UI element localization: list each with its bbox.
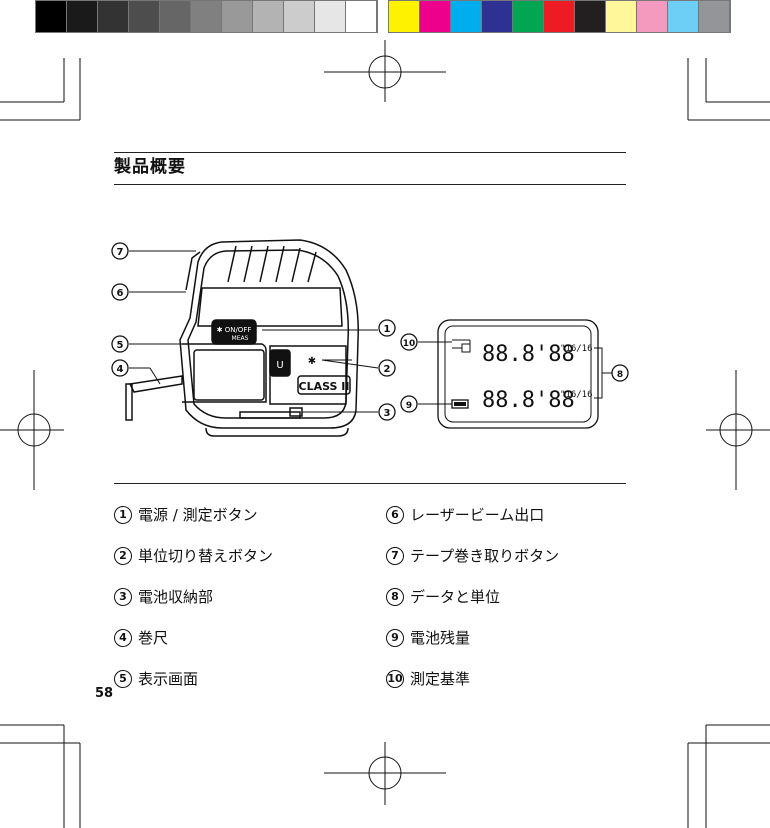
legend-number: 3 bbox=[114, 588, 132, 606]
legend-number: 4 bbox=[114, 629, 132, 647]
legend-item: 8 データと単位 bbox=[386, 586, 500, 607]
legend-item: 3 電池収納部 bbox=[114, 586, 213, 607]
legend-label: 電源 / 測定ボタン bbox=[138, 504, 258, 525]
legend-rule bbox=[114, 483, 626, 484]
lcd-fraction-bottom: "16/16 bbox=[560, 390, 593, 400]
legend-label: 測定基準 bbox=[410, 668, 470, 689]
legend-label: テープ巻き取りボタン bbox=[410, 545, 559, 566]
svg-text:8: 8 bbox=[617, 370, 623, 380]
legend-label: 電池残量 bbox=[410, 627, 470, 648]
lcd-illustration: 88.8'88 "16/16 88.8'88 "16/16 10 9 8 bbox=[0, 0, 770, 480]
legend-number: 6 bbox=[386, 506, 404, 524]
svg-text:9: 9 bbox=[406, 401, 412, 411]
legend-number: 8 bbox=[386, 588, 404, 606]
legend-item: 10 測定基準 bbox=[386, 668, 470, 689]
legend-item: 5 表示画面 bbox=[114, 668, 198, 689]
lcd-fraction-top: "16/16 bbox=[560, 344, 593, 354]
legend-label: レーザービーム出口 bbox=[410, 504, 544, 525]
legend-number: 5 bbox=[114, 670, 132, 688]
legend-label: 単位切り替えボタン bbox=[138, 545, 273, 566]
legend-label: 電池収納部 bbox=[138, 586, 213, 607]
legend-label: 巻尺 bbox=[138, 627, 168, 648]
legend-label: データと単位 bbox=[410, 586, 500, 607]
page-number: 58 bbox=[95, 686, 113, 701]
legend-number: 9 bbox=[386, 629, 404, 647]
legend-label: 表示画面 bbox=[138, 668, 198, 689]
legend-item: 9 電池残量 bbox=[386, 627, 470, 648]
legend-number: 10 bbox=[386, 670, 404, 688]
legend-number: 2 bbox=[114, 547, 132, 565]
legend-item: 6 レーザービーム出口 bbox=[386, 504, 544, 525]
legend-number: 1 bbox=[114, 506, 132, 524]
reference-icon bbox=[452, 340, 470, 352]
legend-item: 7 テープ巻き取りボタン bbox=[386, 545, 559, 566]
legend-item: 2 単位切り替えボタン bbox=[114, 545, 273, 566]
svg-text:10: 10 bbox=[403, 339, 416, 349]
legend-item: 4 巻尺 bbox=[114, 627, 168, 648]
legend-number: 7 bbox=[386, 547, 404, 565]
legend-item: 1 電源 / 測定ボタン bbox=[114, 504, 258, 525]
